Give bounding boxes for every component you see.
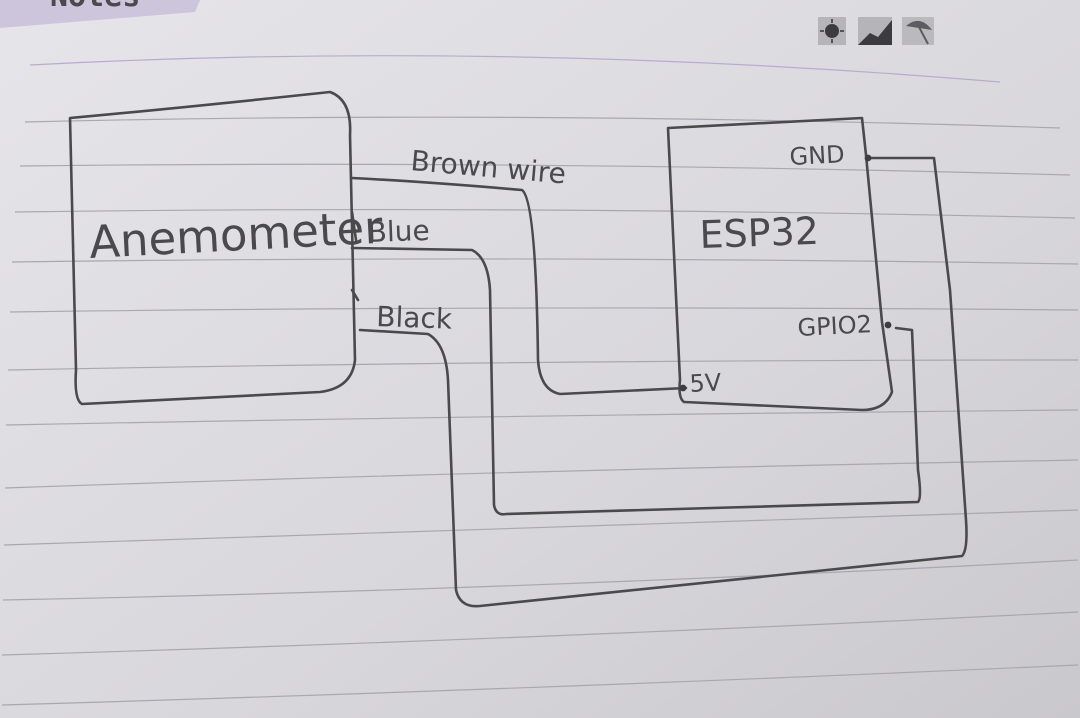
gnd-pin (864, 154, 872, 162)
blue-wire-label: Blue (367, 214, 430, 249)
sun-icon (818, 17, 846, 45)
esp32-label: ESP32 (699, 209, 820, 257)
gpio2-pin (884, 321, 892, 329)
blue-wire (350, 246, 922, 516)
anemometer-box (68, 90, 357, 406)
page-header-fragment: Notes (50, 0, 140, 14)
gnd-label: GND (789, 140, 845, 171)
chart-icon (858, 17, 892, 45)
ruled-lines (1, 55, 1079, 706)
black-wire (358, 156, 968, 608)
header-band (0, 0, 200, 28)
divider-mark (350, 210, 358, 242)
5v-label: 5V (689, 368, 723, 398)
gpio2-label: GPIO2 (797, 310, 873, 342)
pin-dots (679, 154, 892, 392)
black-wire-label: Black (376, 300, 454, 336)
umbrella-icon (902, 17, 934, 45)
brown-wire (350, 176, 688, 396)
divider-mark-2 (350, 288, 360, 302)
5v-pin (679, 384, 687, 392)
